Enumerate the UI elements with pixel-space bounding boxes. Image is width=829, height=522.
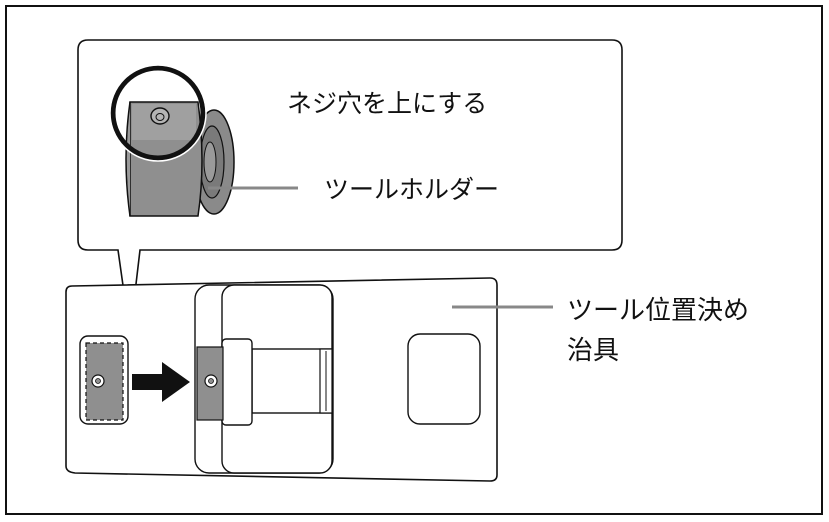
label-positioning-jig-line2: 治具 (567, 336, 620, 366)
jig-flange (221, 338, 253, 426)
label-tool-holder: ツールホルダー (324, 175, 500, 204)
label-positioning-jig: ツール位置決め 治具 (567, 291, 749, 371)
label-positioning-jig-line1: ツール位置決め (567, 296, 750, 326)
label-screw-hole-up: ネジ穴を上にする (287, 89, 488, 118)
move-arrow-icon (132, 362, 190, 402)
jig-right-recess (407, 333, 481, 425)
screw-hole-highlight-circle (110, 65, 206, 161)
outer-border (5, 5, 823, 515)
